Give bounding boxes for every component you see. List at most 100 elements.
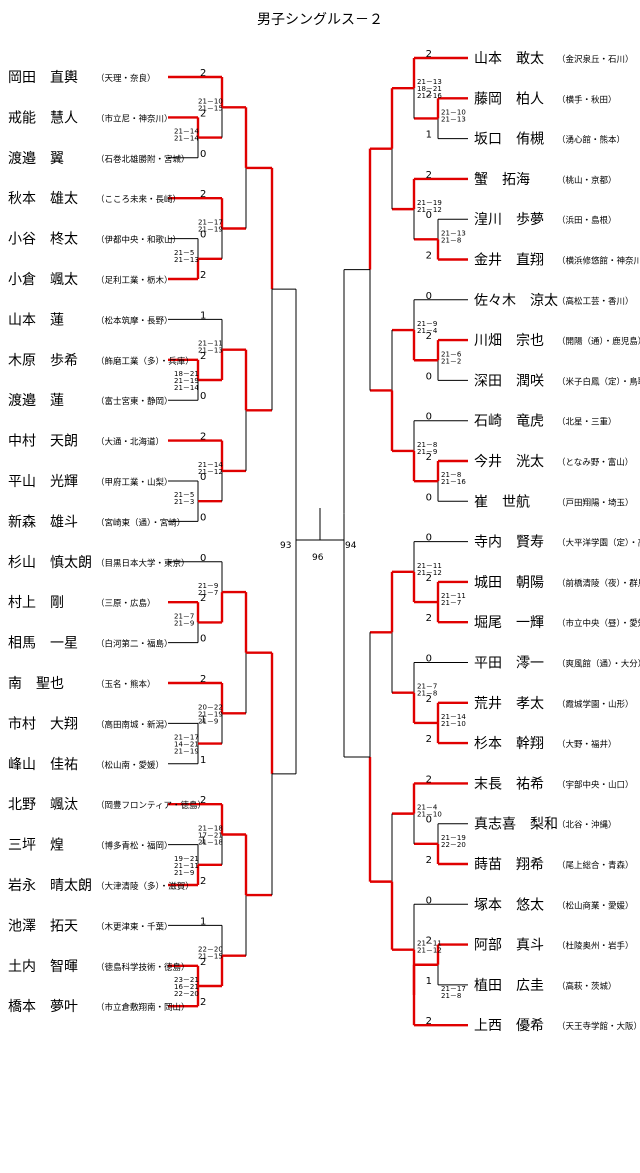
player-school: （目黒日本大学・東京） — [96, 558, 190, 569]
round-score: 2 — [200, 351, 206, 362]
player-name: 南 聖也 — [8, 676, 64, 692]
set-score: 22－20 — [441, 841, 466, 849]
set-score: 21－7 — [174, 612, 194, 620]
set-score: 21－18 — [198, 825, 223, 833]
round-score: 2 — [426, 251, 432, 262]
player-school: （飾磨工業（多）・兵庫） — [96, 356, 194, 367]
player-school: （高松工芸・香川） — [557, 296, 634, 307]
player-name: 峰山 佳祐 — [8, 757, 78, 773]
set-score: 21－10 — [198, 97, 223, 105]
set-score: 21－17 — [441, 985, 466, 993]
player-school: （杜陵奥州・岩手） — [557, 941, 634, 952]
round-score: 0 — [426, 412, 432, 423]
player-name: 北野 颯汰 — [8, 797, 78, 813]
round-score: 2 — [200, 68, 206, 79]
set-score: 21－14 — [174, 384, 199, 392]
set-score: 21－17 — [198, 219, 223, 227]
player-school: （甲府工業・山梨） — [96, 477, 173, 488]
player-name: 木原 歩希 — [8, 353, 78, 369]
player-name: 蟹 拓海 — [474, 172, 530, 188]
set-score: 21－14 — [174, 135, 199, 143]
round-score: 0 — [200, 230, 206, 241]
player-name: 藤岡 柏人 — [474, 91, 544, 107]
player-school: （市立尼・神奈川） — [96, 113, 173, 124]
set-score: 21－4 — [417, 327, 438, 335]
final-label-center: 96 — [312, 553, 324, 563]
player-school: （博多青松・福岡） — [96, 841, 173, 852]
set-score: 21－11 — [417, 940, 442, 948]
round-score: 2 — [426, 613, 432, 624]
set-score: 21－4 — [417, 804, 438, 812]
round-score: 2 — [200, 876, 206, 887]
player-name: 金井 直翔 — [474, 252, 544, 269]
player-name: 蒔苗 翔希 — [474, 857, 544, 873]
set-score: 21－11 — [417, 562, 442, 570]
round-score: 0 — [426, 895, 432, 906]
set-score: 21－7 — [441, 599, 461, 607]
set-score: 21－15 — [198, 104, 223, 112]
player-school: （となみ野・富山） — [557, 457, 633, 468]
set-score: 21－14 — [198, 461, 223, 469]
player-school: （金沢泉丘・石川） — [557, 54, 634, 65]
round-score: 2 — [426, 170, 432, 181]
player-school: （前橋清陵（夜）・群馬） — [557, 578, 640, 589]
round-score: 2 — [426, 1016, 432, 1027]
set-score: 21－10 — [417, 811, 442, 819]
round-score: 1 — [200, 755, 206, 766]
player-school: （伊都中央・和歌山） — [96, 235, 181, 246]
player-name: 川畑 宗也 — [474, 333, 544, 349]
round-score: 2 — [200, 108, 206, 119]
round-score: 2 — [426, 331, 432, 342]
player-school: （尾上総合・青森） — [557, 860, 634, 871]
final-label-left: 93 — [280, 541, 291, 551]
set-score: 21－7 — [198, 589, 218, 597]
player-school: （石巻北雄勝附・宮城） — [96, 154, 190, 165]
final-label-right: 94 — [345, 541, 357, 551]
round-score: 2 — [426, 49, 432, 60]
round-score: 0 — [426, 371, 432, 382]
page-title: 男子シングルス－２ — [257, 12, 383, 28]
player-school: （松本筑摩・長野） — [96, 315, 173, 326]
round-score: 2 — [200, 957, 206, 968]
player-school: （天理・奈良） — [96, 73, 156, 84]
set-score: 21－8 — [417, 441, 437, 449]
set-score: 21－12 — [198, 468, 223, 476]
round-score: 0 — [200, 634, 206, 645]
set-score: 22－20 — [174, 990, 199, 998]
bracket-lines — [168, 56, 468, 1027]
set-score: 18－21 — [417, 85, 442, 93]
round-score: 1 — [426, 976, 432, 987]
round-score: 2 — [426, 734, 432, 745]
set-score: 21－19 — [174, 748, 199, 756]
set-score: 21－2 — [441, 357, 461, 365]
round-score: 1 — [200, 714, 206, 725]
player-school: （松山商業・愛媛） — [557, 900, 634, 911]
player-name: 小倉 颯太 — [8, 272, 78, 288]
set-score: 21－16 — [417, 92, 442, 100]
set-score: 21－5 — [174, 249, 194, 257]
set-score: 21－3 — [174, 498, 194, 506]
player-school: （大通・北海道） — [96, 437, 164, 448]
player-name: 渡邉 翼 — [8, 151, 64, 167]
round-score: 0 — [426, 654, 432, 665]
player-name: 杉本 幹翔 — [474, 735, 544, 752]
player-name: 真志喜 梨和 — [474, 817, 558, 833]
round-score: 2 — [426, 694, 432, 705]
set-score: 21－8 — [417, 690, 437, 698]
set-score: 21－5 — [174, 491, 194, 499]
set-score: 21－17 — [174, 734, 199, 742]
set-score: 21－11 — [198, 340, 223, 348]
player-school: （木更津東・千葉） — [96, 921, 173, 932]
round-score: 1 — [200, 836, 206, 847]
player-name: 中村 天朗 — [8, 434, 78, 450]
round-score: 2 — [200, 997, 206, 1008]
round-score: 2 — [200, 270, 206, 281]
player-school: （こころ未来・長崎） — [96, 194, 181, 205]
player-school: （岡豊フロンティア・徳島） — [96, 800, 206, 811]
player-school: （松山南・愛媛） — [96, 760, 164, 771]
round-score: 0 — [200, 149, 206, 160]
set-score: 21－8 — [441, 992, 461, 1000]
player-name: 土内 智暉 — [8, 959, 78, 975]
player-name: 山本 蓮 — [8, 312, 64, 328]
